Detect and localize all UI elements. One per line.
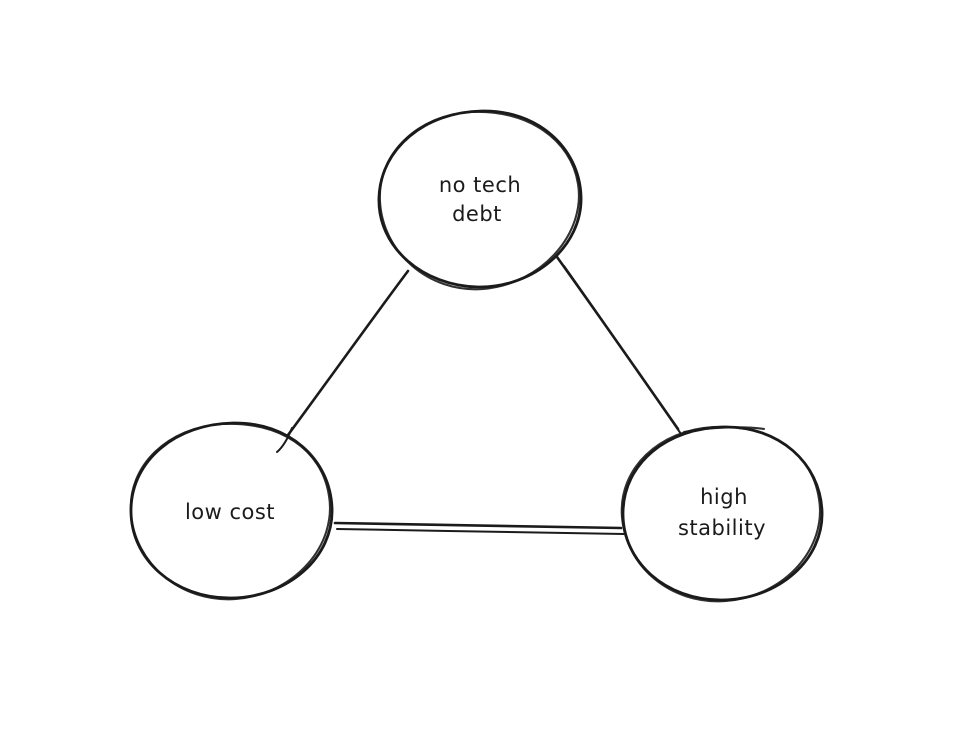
- node-no-tech-debt[interactable]: no tech debt: [377, 109, 583, 291]
- circle-high-stability-second-pass: [620, 425, 822, 603]
- node-label-line[interactable]: low cost: [185, 500, 275, 524]
- edge-no-tech-debt-to-high-stability[interactable]: [555, 255, 682, 435]
- circle-high-stability: [621, 425, 824, 602]
- node-low-cost[interactable]: low cost: [129, 421, 334, 601]
- circle-high-stability-top-overlap: [682, 426, 766, 434]
- edge-line-first-pass: [333, 521, 623, 530]
- circle-no-tech-debt-second-pass: [378, 110, 580, 291]
- node-label-line[interactable]: debt: [452, 202, 502, 226]
- edge-line-tail: [276, 427, 293, 453]
- edge-line: [286, 269, 410, 437]
- node-high-stability[interactable]: high stability: [620, 425, 824, 603]
- circle-low-cost-second-pass: [129, 422, 332, 601]
- node-label-line[interactable]: no tech: [439, 173, 521, 197]
- edge-line-second-pass: [336, 528, 625, 535]
- edge-no-tech-debt-to-low-cost[interactable]: [276, 269, 410, 453]
- node-label-line[interactable]: stability: [678, 516, 766, 540]
- circle-no-tech-debt: [377, 109, 583, 289]
- node-label-line[interactable]: high: [700, 485, 748, 509]
- edge-line-second-pass: [563, 265, 682, 435]
- edge-low-cost-to-high-stability[interactable]: [333, 521, 625, 535]
